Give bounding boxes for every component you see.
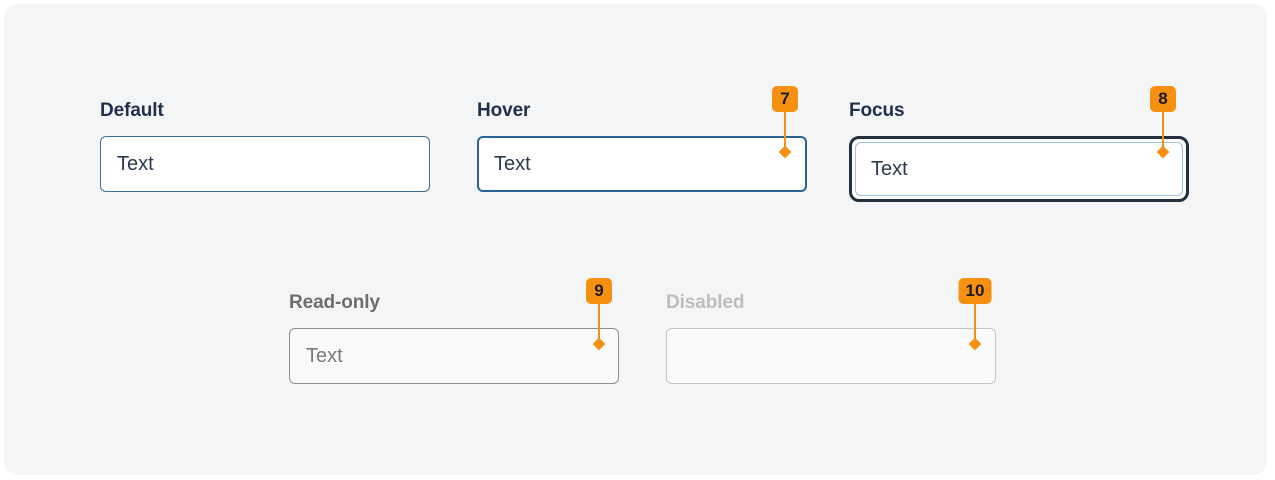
input-value-hover: Text — [494, 153, 531, 175]
input-value-focus: Text — [871, 158, 908, 180]
text-input-hover[interactable]: Text — [477, 136, 807, 192]
specimen-panel: Default Text Hover Text Focus Text Read-… — [4, 4, 1267, 475]
field-group-readonly: Read-only Text — [289, 292, 619, 384]
annotation-line-9 — [598, 304, 600, 344]
text-input-readonly[interactable]: Text — [289, 328, 619, 384]
field-group-default: Default Text — [100, 100, 430, 192]
field-label-default: Default — [100, 100, 164, 121]
field-label-readonly: Read-only — [289, 292, 380, 313]
text-input-focus[interactable]: Text — [855, 142, 1183, 196]
focus-ring: Text — [849, 136, 1189, 202]
field-group-focus: Focus Text — [849, 100, 1189, 202]
field-group-hover: Hover Text — [477, 100, 807, 192]
annotation-line-8 — [1162, 112, 1164, 152]
input-value-default: Text — [117, 153, 154, 175]
text-input-default[interactable]: Text — [100, 136, 430, 192]
field-label-disabled: Disabled — [666, 292, 745, 313]
annotation-badge-8[interactable]: 8 — [1150, 86, 1176, 112]
field-label-hover: Hover — [477, 100, 531, 121]
field-group-disabled: Disabled — [666, 292, 996, 384]
text-input-disabled — [666, 328, 996, 384]
input-value-readonly: Text — [306, 345, 343, 367]
annotation-line-7 — [784, 112, 786, 152]
annotation-badge-9[interactable]: 9 — [586, 278, 612, 304]
annotation-badge-7[interactable]: 7 — [772, 86, 798, 112]
annotation-badge-10[interactable]: 10 — [958, 278, 992, 304]
field-label-focus: Focus — [849, 100, 905, 121]
annotation-line-10 — [974, 304, 976, 344]
